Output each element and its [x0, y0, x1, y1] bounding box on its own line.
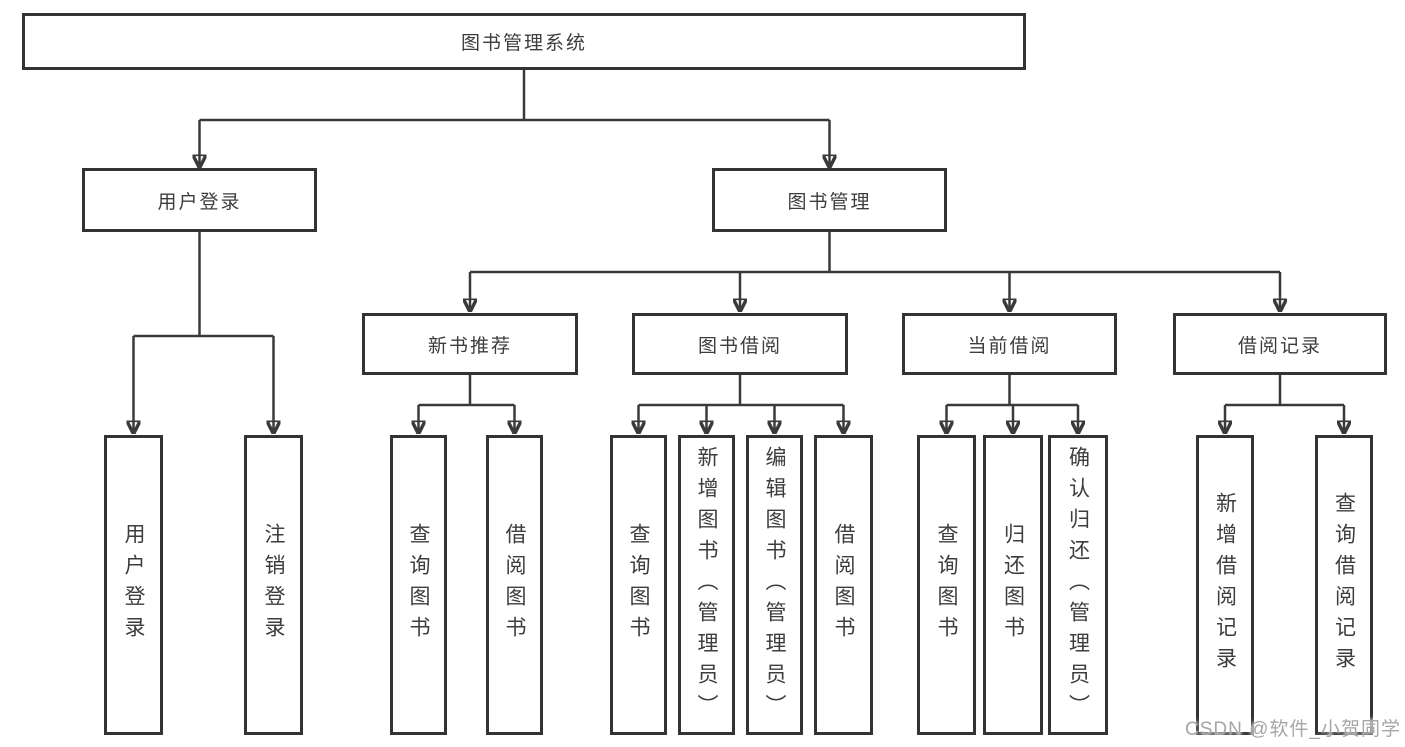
node-book-borrow: 图书借阅: [632, 313, 848, 375]
leaf-return-books: 归还图书: [983, 435, 1043, 735]
node-label: 新书推荐: [427, 335, 512, 357]
leaf-query-books-current: 查询图书: [917, 435, 976, 735]
branch-root: [199, 70, 830, 122]
node-label: 归还图书: [1001, 523, 1025, 647]
leaf-borrow-books: 借阅图书: [814, 435, 873, 735]
node-label: 用户登录: [122, 523, 145, 647]
leaf-user-login: 用户登录: [104, 435, 163, 735]
branch-current-borrow: [946, 375, 1078, 407]
watermark: CSDN @软件_小贺同学: [1185, 719, 1401, 740]
node-label: 编辑图书（管理员）: [763, 445, 786, 725]
node-label: 图书借阅: [697, 335, 782, 357]
branch-book-management: [470, 232, 1280, 274]
node-label: 注销登录: [262, 523, 285, 647]
node-label: 借阅图书: [503, 523, 526, 647]
node-label: 当前借阅: [967, 335, 1052, 357]
node-label: 确认归还（管理员）: [1066, 445, 1090, 725]
node-label: 查询图书: [407, 523, 430, 647]
leaf-borrow-books-recommend: 借阅图书: [486, 435, 543, 735]
node-label: 借阅记录: [1237, 335, 1322, 357]
leaf-query-books-recommend: 查询图书: [390, 435, 447, 735]
node-label: 用户登录: [157, 191, 242, 213]
node-user-login: 用户登录: [82, 168, 317, 232]
branch-book-borrow: [638, 375, 844, 407]
branch-user-login: [133, 232, 274, 338]
node-label: 借阅图书: [832, 523, 855, 647]
node-label: 查询图书: [935, 523, 958, 647]
leaf-add-books-admin: 新增图书（管理员）: [678, 435, 735, 735]
branch-new-book-recommend: [418, 375, 515, 407]
leaf-query-books-borrow: 查询图书: [610, 435, 667, 735]
node-label: 查询借阅记录: [1332, 492, 1356, 678]
node-label: 图书管理: [787, 191, 872, 213]
branch-borrow-records: [1225, 375, 1344, 407]
leaf-edit-books-admin: 编辑图书（管理员）: [746, 435, 803, 735]
node-new-book-recommend: 新书推荐: [362, 313, 578, 375]
leaf-confirm-return-admin: 确认归还（管理员）: [1048, 435, 1108, 735]
leaf-logout: 注销登录: [244, 435, 303, 735]
leaf-add-borrow-record: 新增借阅记录: [1196, 435, 1254, 735]
node-current-borrow: 当前借阅: [902, 313, 1117, 375]
node-label: 查询图书: [627, 523, 650, 647]
node-label: 新增图书（管理员）: [695, 445, 718, 725]
node-book-management-system: 图书管理系统: [22, 13, 1026, 70]
node-label: 图书管理系统: [460, 33, 587, 54]
node-book-management: 图书管理: [712, 168, 947, 232]
node-label: 新增借阅记录: [1213, 492, 1237, 678]
node-borrow-records: 借阅记录: [1173, 313, 1387, 375]
leaf-query-borrow-record: 查询借阅记录: [1315, 435, 1373, 735]
